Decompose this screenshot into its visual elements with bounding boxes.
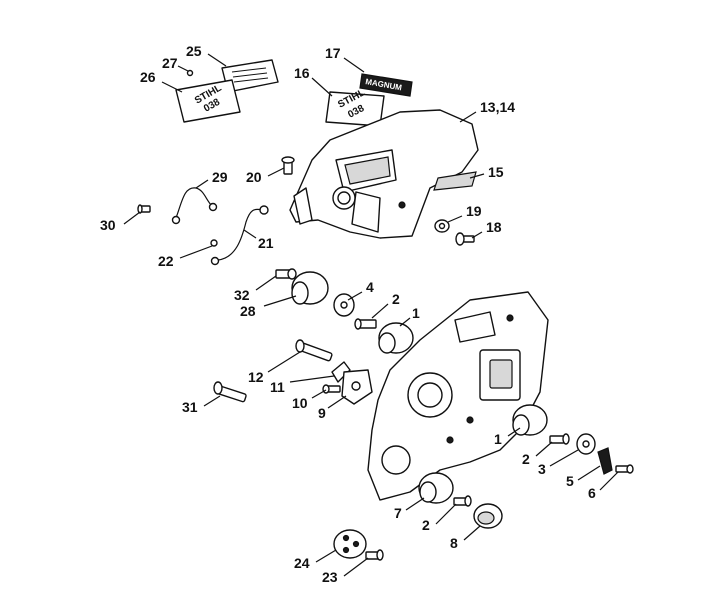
clip-5 (597, 447, 613, 475)
callout-23: 23 (322, 569, 338, 585)
screw-2b (549, 433, 570, 445)
screw-6 (615, 464, 634, 474)
callout-18: 18 (486, 219, 502, 235)
buffer-28 (291, 271, 329, 305)
buffer-1b (512, 404, 548, 436)
nut-19 (434, 219, 450, 233)
screw-2c (453, 495, 472, 507)
callout-7: 7 (394, 505, 402, 521)
screw-27 (186, 69, 194, 77)
callout-6: 6 (588, 485, 596, 501)
wire-29 (171, 187, 218, 225)
cap-8 (473, 503, 503, 529)
callout-27: 27 (162, 55, 178, 71)
screw-2a (354, 318, 377, 330)
callout-21: 21 (258, 235, 274, 251)
crankcase (367, 291, 549, 501)
callout-1b: 1 (494, 431, 502, 447)
callout-13-14: 13,14 (480, 99, 515, 115)
callout-5: 5 (566, 473, 574, 489)
callout-17: 17 (325, 45, 341, 61)
wire-21 (210, 205, 269, 266)
leader-lines (123, 53, 619, 577)
callout-31: 31 (182, 399, 198, 415)
screw-23 (365, 549, 384, 561)
callout-9: 9 (318, 405, 326, 421)
plate-26: STIHL 038 (175, 79, 241, 123)
callout-30: 30 (100, 217, 116, 233)
callout-12: 12 (248, 369, 264, 385)
washer-3 (576, 433, 596, 455)
callout-28: 28 (240, 303, 256, 319)
callout-2b: 2 (522, 451, 530, 467)
callout-8: 8 (450, 535, 458, 551)
buffer-7 (418, 472, 454, 504)
shroud-cover (289, 109, 479, 239)
washer-4 (333, 293, 355, 317)
callout-29: 29 (212, 169, 228, 185)
callout-2a: 2 (392, 291, 400, 307)
gasket-15 (433, 171, 477, 191)
callout-25: 25 (186, 43, 202, 59)
callout-26: 26 (140, 69, 156, 85)
screw-32 (275, 268, 297, 280)
plate-25 (221, 59, 279, 93)
buffer-1a (378, 322, 414, 354)
callout-3: 3 (538, 461, 546, 477)
screw-22 (210, 239, 218, 247)
callout-labels: 25 27 26 17 16 13,14 15 29 20 30 19 18 2… (100, 43, 596, 585)
screw-10 (322, 384, 341, 394)
callout-24: 24 (294, 555, 310, 571)
callout-16: 16 (294, 65, 310, 81)
callout-4: 4 (366, 279, 374, 295)
callout-1a: 1 (412, 305, 420, 321)
screw-30 (137, 204, 151, 214)
plate-16: STIHL 038 (325, 87, 385, 127)
bolt-31 (213, 381, 247, 403)
screw-18 (455, 232, 475, 246)
callout-10: 10 (292, 395, 308, 411)
callout-2c: 2 (422, 517, 430, 533)
cover-plate-9 (341, 369, 373, 405)
clip-11 (331, 361, 351, 383)
callout-32: 32 (234, 287, 250, 303)
plate-17: MAGNUM (359, 73, 413, 97)
callout-19: 19 (466, 203, 482, 219)
callout-22: 22 (158, 253, 174, 269)
bolt-12 (295, 339, 333, 362)
buffer-24 (333, 529, 367, 559)
callout-11: 11 (270, 379, 285, 395)
callout-20: 20 (246, 169, 262, 185)
callout-15: 15 (488, 164, 504, 180)
screw-20 (281, 156, 295, 175)
